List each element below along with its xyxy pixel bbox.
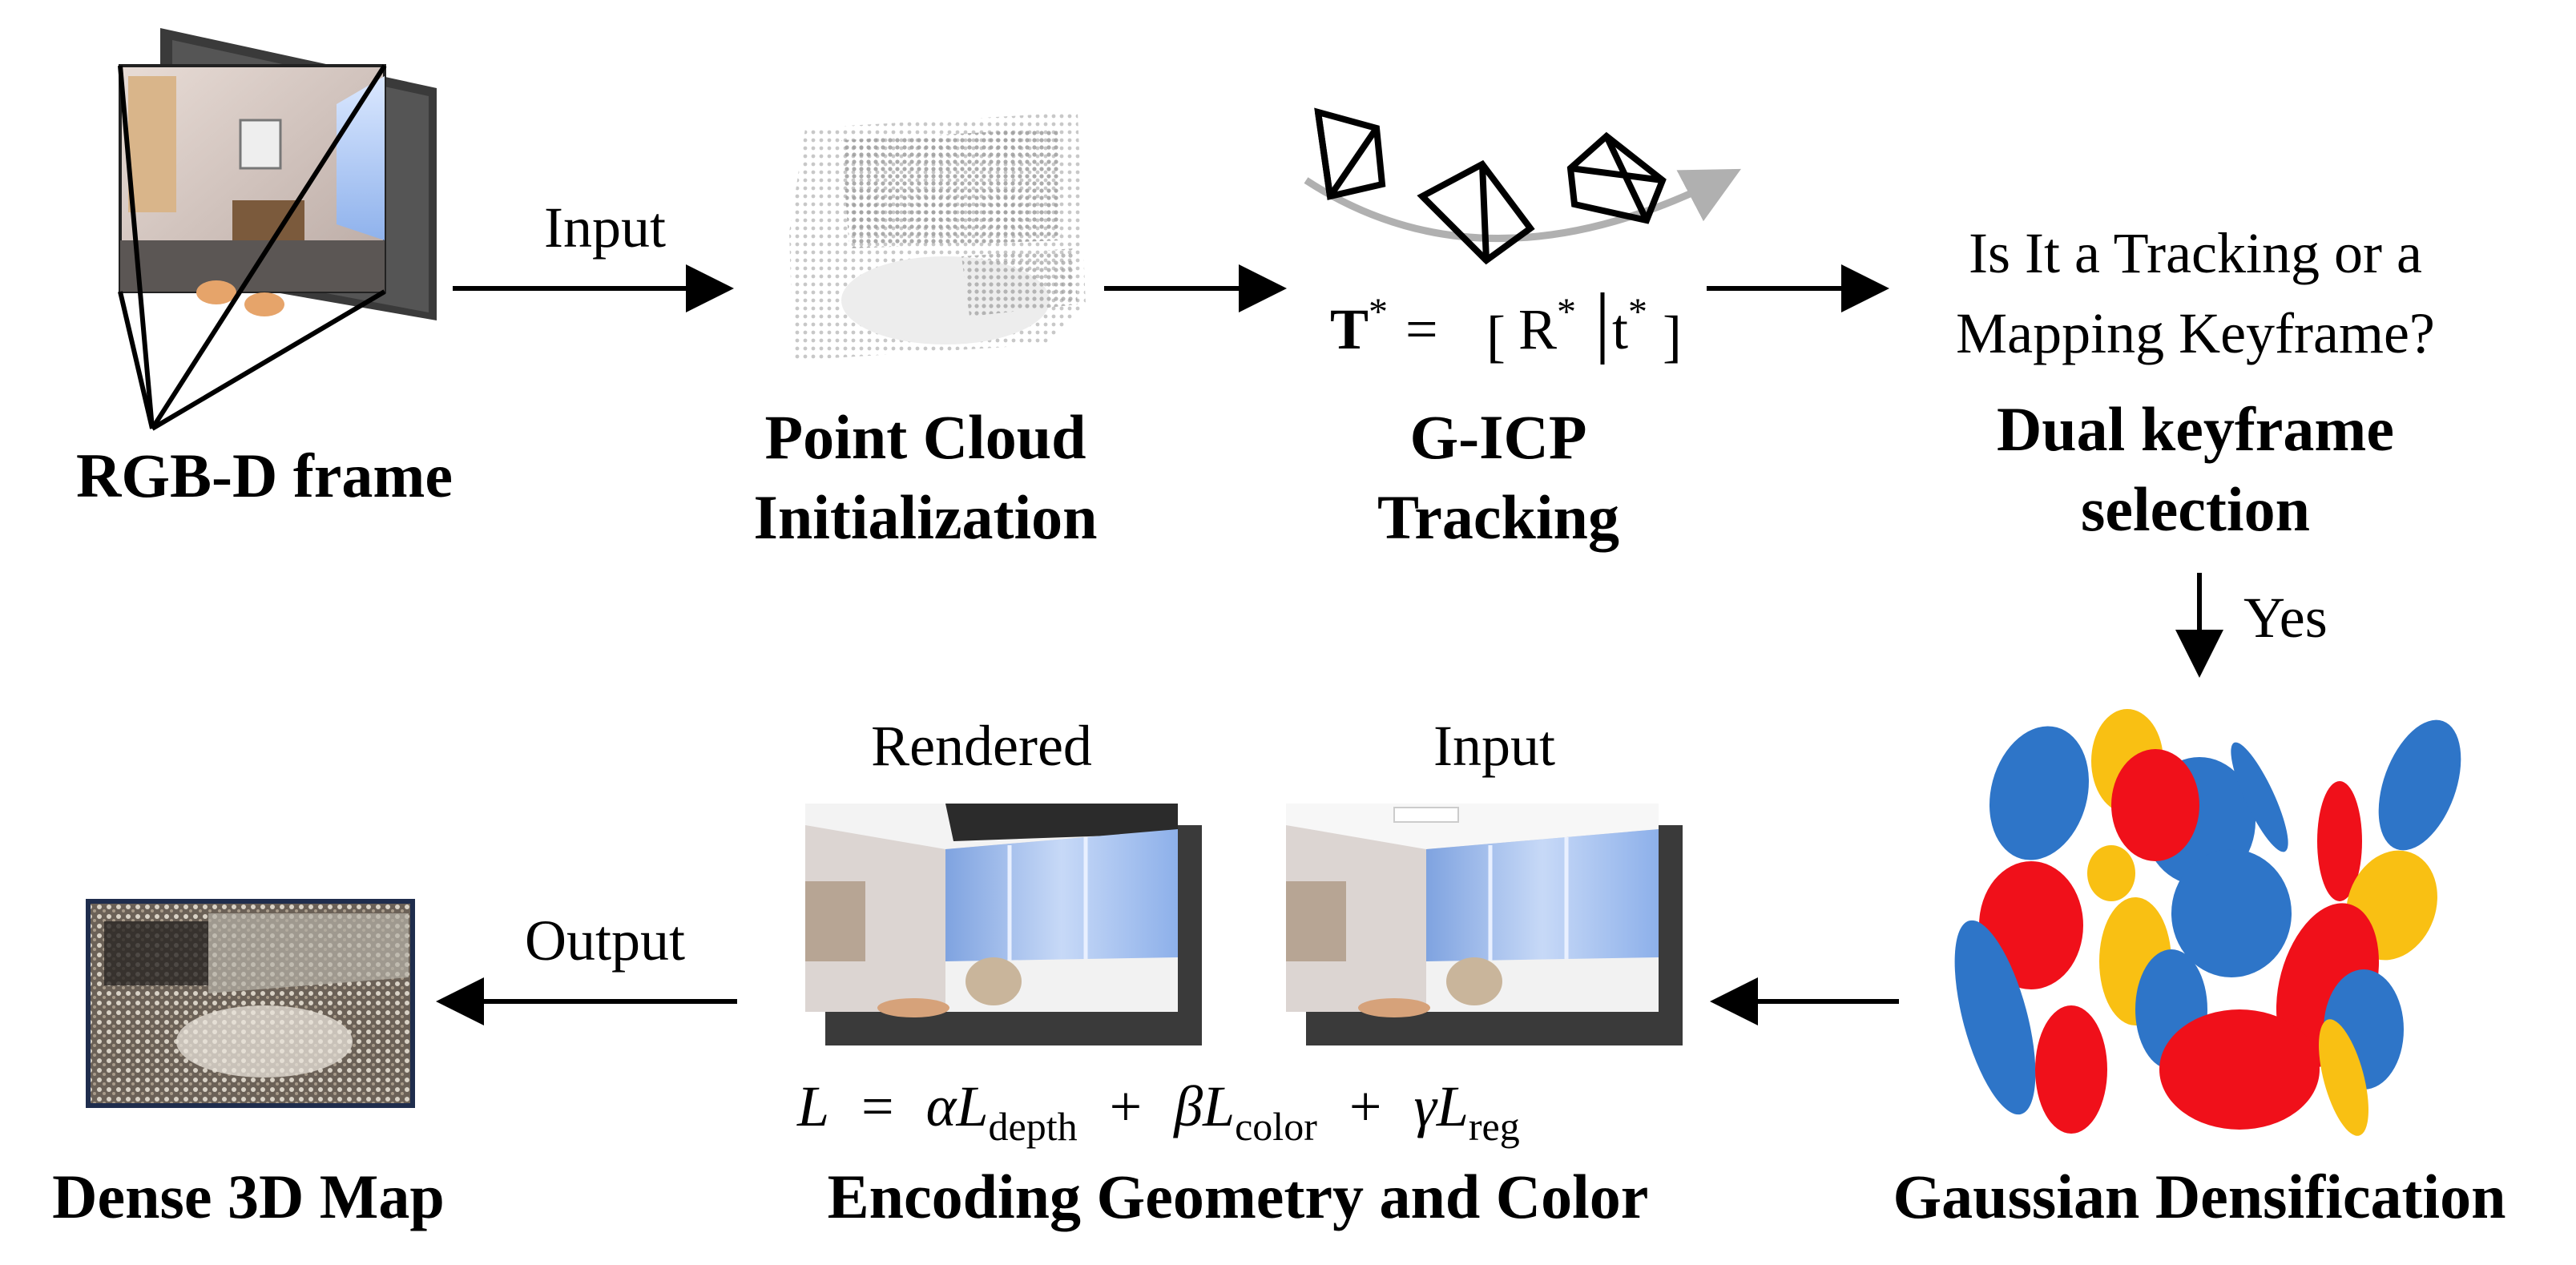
dense-map-thumbnail <box>86 899 415 1108</box>
edge-label-output: Output <box>525 908 685 973</box>
svg-text:R*: R* <box>1518 291 1576 361</box>
svg-text:]: ] <box>1663 304 1682 369</box>
svg-text:T*=: T*= <box>1330 291 1438 361</box>
loss-formula: L = αLdepth + βLcolor + γLreg <box>796 1074 1520 1153</box>
input-image-label: Input <box>1433 714 1555 778</box>
camera-pose-icon-2 <box>1417 159 1535 265</box>
rendered-room-image <box>805 804 1202 1045</box>
pose-formula: T*= [ R* t* ] <box>1330 291 1682 369</box>
dual-keyframe-title-line1: Dual keyframe <box>1997 394 2394 464</box>
point-cloud-icon <box>789 112 1086 361</box>
point-cloud-title-line2: Initialization <box>753 482 1097 552</box>
svg-text:L = αLdepth: L = αLdepth + βLcolor + γLreg <box>796 1074 1520 1153</box>
keyframe-question-line1: Is It a Tracking or a <box>1969 221 2422 285</box>
edge-label-yes: Yes <box>2243 586 2328 650</box>
encoding-title: Encoding Geometry and Color <box>828 1162 1649 1231</box>
point-cloud-title-line1: Point Cloud <box>765 402 1086 472</box>
dense-map-title: Dense 3D Map <box>52 1162 445 1231</box>
gaussian-ellipses-icon <box>1954 709 2461 1136</box>
edge-label-input: Input <box>544 195 666 260</box>
rendered-label: Rendered <box>871 714 1092 778</box>
camera-pose-icon-3 <box>1566 131 1667 224</box>
keyframe-question-line2: Mapping Keyframe? <box>1956 301 2435 365</box>
gaussian-densification-title: Gaussian Densification <box>1893 1162 2506 1231</box>
svg-text:t*: t* <box>1612 291 1647 361</box>
gicp-title-line2: Tracking <box>1377 482 1619 552</box>
input-room-image <box>1286 804 1683 1045</box>
trajectory-arc <box>1304 168 1741 243</box>
dual-keyframe-title-line2: selection <box>2081 474 2310 544</box>
camera-pose-icon-1 <box>1314 107 1386 200</box>
rgbd-frame-icon <box>118 28 437 431</box>
gicp-title-line1: G-ICP <box>1410 402 1587 472</box>
svg-text:[: [ <box>1486 304 1506 369</box>
rgbd-frame-title: RGB-D frame <box>76 441 453 510</box>
